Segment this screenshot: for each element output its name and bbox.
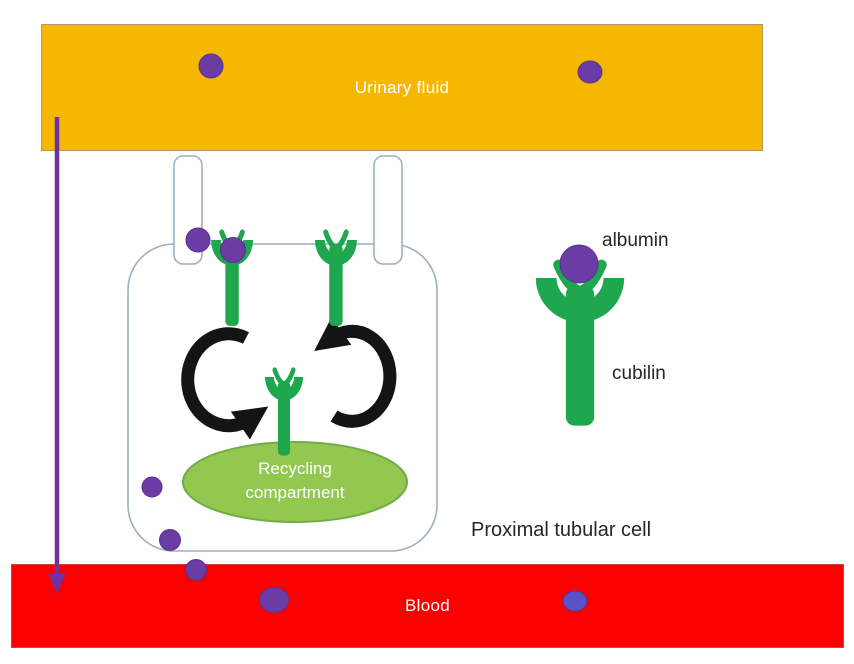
albumin-molecules — [141, 53, 603, 613]
recycling-compartment-ellipse — [182, 441, 408, 523]
albumin-molecule-cytoplasm-2 — [159, 529, 181, 551]
recycle-arrow-right — [314, 317, 397, 428]
urinary-fluid-region: Urinary fluid — [41, 24, 763, 151]
albumin-molecule-at-membrane — [185, 227, 211, 253]
recycle-arrow-left — [181, 327, 269, 440]
proximal-tubular-cell-label: Proximal tubular cell — [471, 519, 652, 541]
filtration-flux-arrow — [48, 117, 66, 594]
membrane-channel-right — [373, 155, 403, 265]
legend-albumin — [559, 244, 599, 284]
albumin-molecule-exiting-cell — [185, 559, 207, 581]
blood-label: Blood — [405, 596, 450, 615]
cubilin-label: cubilin — [612, 363, 666, 384]
albumin-label: albumin — [602, 230, 669, 251]
albumin-molecule-urinary-left — [198, 53, 224, 79]
recycling-compartment-label: Recycling compartment — [245, 459, 345, 503]
albumin-molecule-urinary-right — [577, 60, 603, 84]
blood-region: Blood — [11, 564, 844, 648]
urinary-fluid-label: Urinary fluid — [354, 77, 450, 97]
albumin-molecule-blood-right — [562, 590, 588, 612]
albumin-molecule-in-receptor-cup — [220, 237, 246, 263]
albumin-molecule-blood-left — [259, 587, 289, 613]
albumin-molecule-cytoplasm-1 — [141, 476, 163, 498]
legend-cubilin — [536, 265, 624, 426]
